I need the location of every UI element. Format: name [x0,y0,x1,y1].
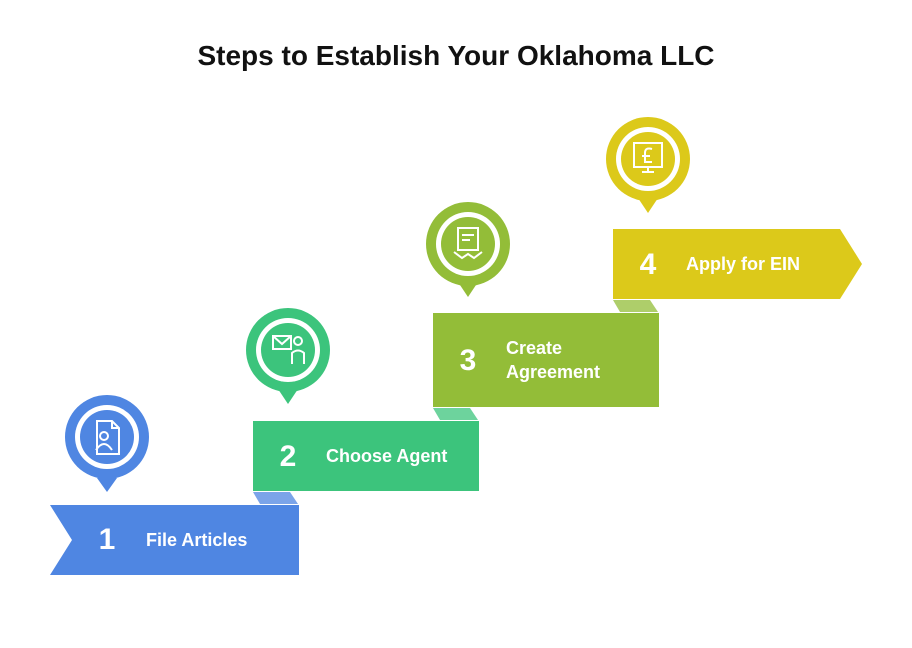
step-1-number: 1 [98,523,116,556]
step-1-banner [50,505,299,575]
step-4-banner [613,229,862,299]
step-2-pin [246,308,330,404]
step-2-banner [253,421,479,491]
mail-agent-icon [272,335,305,364]
step-3-label: Create Agreement [506,338,601,382]
step-2-fold [433,408,478,420]
step-1-fold [253,492,298,504]
step-4-pin [606,117,690,213]
document-person-icon [95,420,120,455]
step-3-number: 3 [459,344,477,377]
step-1 [50,395,299,575]
step-4-number: 4 [639,248,657,281]
step-4 [606,117,862,299]
step-4-label: Apply for EIN [686,254,801,274]
step-3 [426,202,659,407]
monitor-pound-icon [633,142,663,173]
handshake-contract-icon [453,227,483,260]
step-1-pin [65,395,149,492]
step-3-banner [433,313,659,407]
step-2-number: 2 [279,440,297,473]
step-3-fold [613,300,658,312]
page-title: Steps to Establish Your Oklahoma LLC [197,40,715,71]
step-1-label: File Articles [146,530,248,550]
step-2-label: Choose Agent [326,446,448,466]
step-2 [246,308,479,491]
step-3-pin [426,202,510,297]
